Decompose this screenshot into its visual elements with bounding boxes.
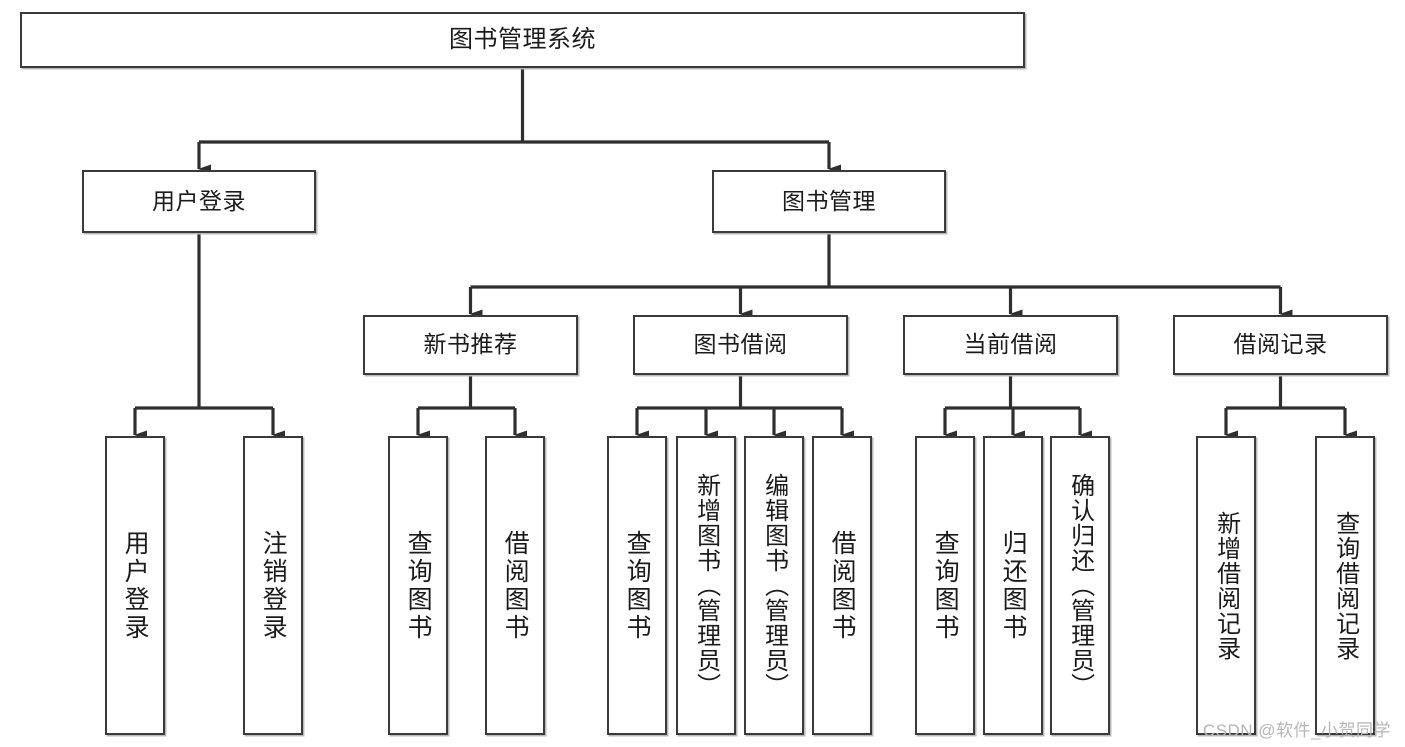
node-leaf-query-record[interactable]: 查询借阅记录 (1315, 436, 1375, 735)
node-label: 查询借阅记录 (1331, 510, 1359, 661)
node-book-manage[interactable]: 图书管理 (712, 170, 946, 233)
node-label: 用户登录 (152, 187, 246, 214)
node-leaf-add-book[interactable]: 新增图书（管理员） (676, 436, 736, 735)
node-label: 借阅图书 (501, 529, 530, 642)
node-label: 当前借阅 (963, 331, 1058, 358)
node-current-borrow[interactable]: 当前借阅 (903, 315, 1118, 375)
node-label: 新书推荐 (423, 331, 518, 358)
node-leaf-query-book-2[interactable]: 查询图书 (607, 436, 667, 735)
node-label: 注销登录 (259, 529, 288, 642)
node-leaf-add-record[interactable]: 新增借阅记录 (1196, 436, 1256, 735)
node-label: 查询图书 (404, 529, 433, 642)
node-borrow-record[interactable]: 借阅记录 (1173, 315, 1388, 375)
node-label: 图书借阅 (693, 331, 788, 358)
node-label: 借阅图书 (828, 529, 857, 642)
node-label: 归还图书 (999, 529, 1028, 642)
node-label: 查询图书 (931, 529, 960, 642)
node-user-login[interactable]: 用户登录 (82, 170, 316, 233)
node-label: 借阅记录 (1233, 331, 1328, 358)
watermark: CSDN @软件_小贺同学 (1202, 721, 1391, 740)
node-label: 编辑图书（管理员） (760, 473, 788, 698)
node-leaf-logout[interactable]: 注销登录 (243, 436, 303, 735)
node-leaf-query-book-3[interactable]: 查询图书 (915, 436, 975, 735)
node-leaf-borrow-book-1[interactable]: 借阅图书 (485, 436, 545, 735)
node-leaf-user-login[interactable]: 用户登录 (105, 436, 165, 735)
node-label: 图书管理系统 (449, 25, 596, 53)
node-label: 查询图书 (623, 529, 652, 642)
node-label: 用户登录 (121, 529, 150, 642)
node-root[interactable]: 图书管理系统 (20, 12, 1025, 68)
node-leaf-confirm-return[interactable]: 确认归还（管理员） (1050, 436, 1110, 735)
node-label: 确认归还（管理员） (1066, 473, 1094, 698)
node-leaf-edit-book[interactable]: 编辑图书（管理员） (744, 436, 804, 735)
node-leaf-borrow-book-2[interactable]: 借阅图书 (812, 436, 872, 735)
node-label: 图书管理 (782, 187, 876, 214)
edges-group (133, 68, 1357, 440)
node-book-borrow[interactable]: 图书借阅 (633, 315, 848, 375)
node-leaf-return-book[interactable]: 归还图书 (983, 436, 1043, 735)
node-label: 新增图书（管理员） (692, 473, 720, 698)
node-leaf-query-book-1[interactable]: 查询图书 (388, 436, 448, 735)
node-label: 新增借阅记录 (1212, 510, 1240, 661)
node-new-book-rec[interactable]: 新书推荐 (363, 315, 578, 375)
